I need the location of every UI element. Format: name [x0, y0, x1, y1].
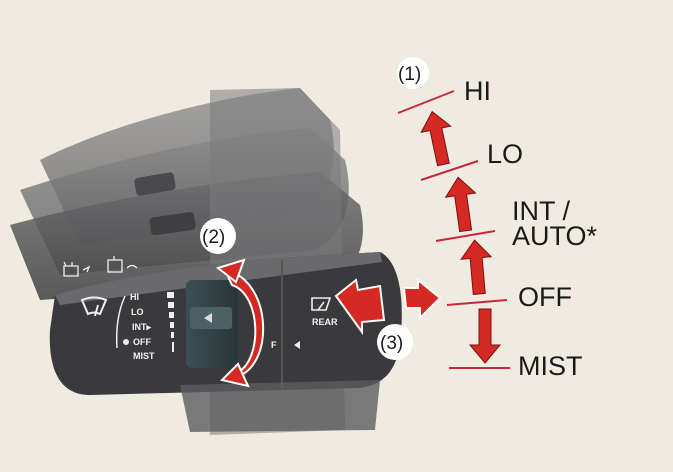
rear-wiper-icon — [311, 297, 332, 311]
arrow-up-to-int-icon — [460, 239, 493, 295]
lever-label-rear: REAR — [312, 317, 338, 327]
position-label-auto: AUTO* — [512, 221, 598, 251]
speed-bars — [167, 292, 174, 352]
callout-3: (3) — [380, 333, 403, 354]
arrow-up-to-lo-icon — [444, 176, 477, 233]
position-label-lo: LO — [487, 139, 523, 169]
front-wiper-icon — [80, 296, 108, 317]
range-arc — [115, 295, 126, 349]
position-label-int: INT / — [512, 196, 571, 226]
arrow-down-to-mist-icon — [468, 308, 502, 364]
direction-arrows — [420, 110, 502, 364]
position-lines — [397, 90, 510, 369]
rotate-arrow-heads — [215, 258, 250, 388]
callout-2-badge — [200, 218, 236, 254]
callout-1-badge — [397, 57, 429, 89]
wiper-rotary-knob[interactable] — [186, 280, 238, 368]
lever-label-hi: HI — [130, 292, 139, 302]
position-label-mist: MIST — [518, 351, 583, 381]
callout-1: (1) — [398, 64, 421, 85]
washer-icons — [63, 256, 138, 277]
lever-label-off: OFF — [133, 337, 151, 347]
off-dot — [123, 339, 129, 345]
lever-label-int: INT▸ — [132, 322, 151, 332]
pull-arrow-icon — [402, 277, 442, 321]
lever-label-lo: LO — [131, 307, 144, 317]
callout-3-badge — [377, 324, 413, 360]
lever-label-mist: MIST — [133, 351, 155, 361]
lever-label-f: F — [271, 340, 277, 350]
position-label-off: OFF — [518, 282, 572, 312]
callout-2: (2) — [202, 227, 225, 248]
arrow-up-to-hi-icon — [420, 110, 452, 167]
position-label-hi: HI — [464, 76, 491, 106]
rear-arrow-mark — [294, 341, 300, 349]
push-arrow-icon — [334, 278, 386, 336]
